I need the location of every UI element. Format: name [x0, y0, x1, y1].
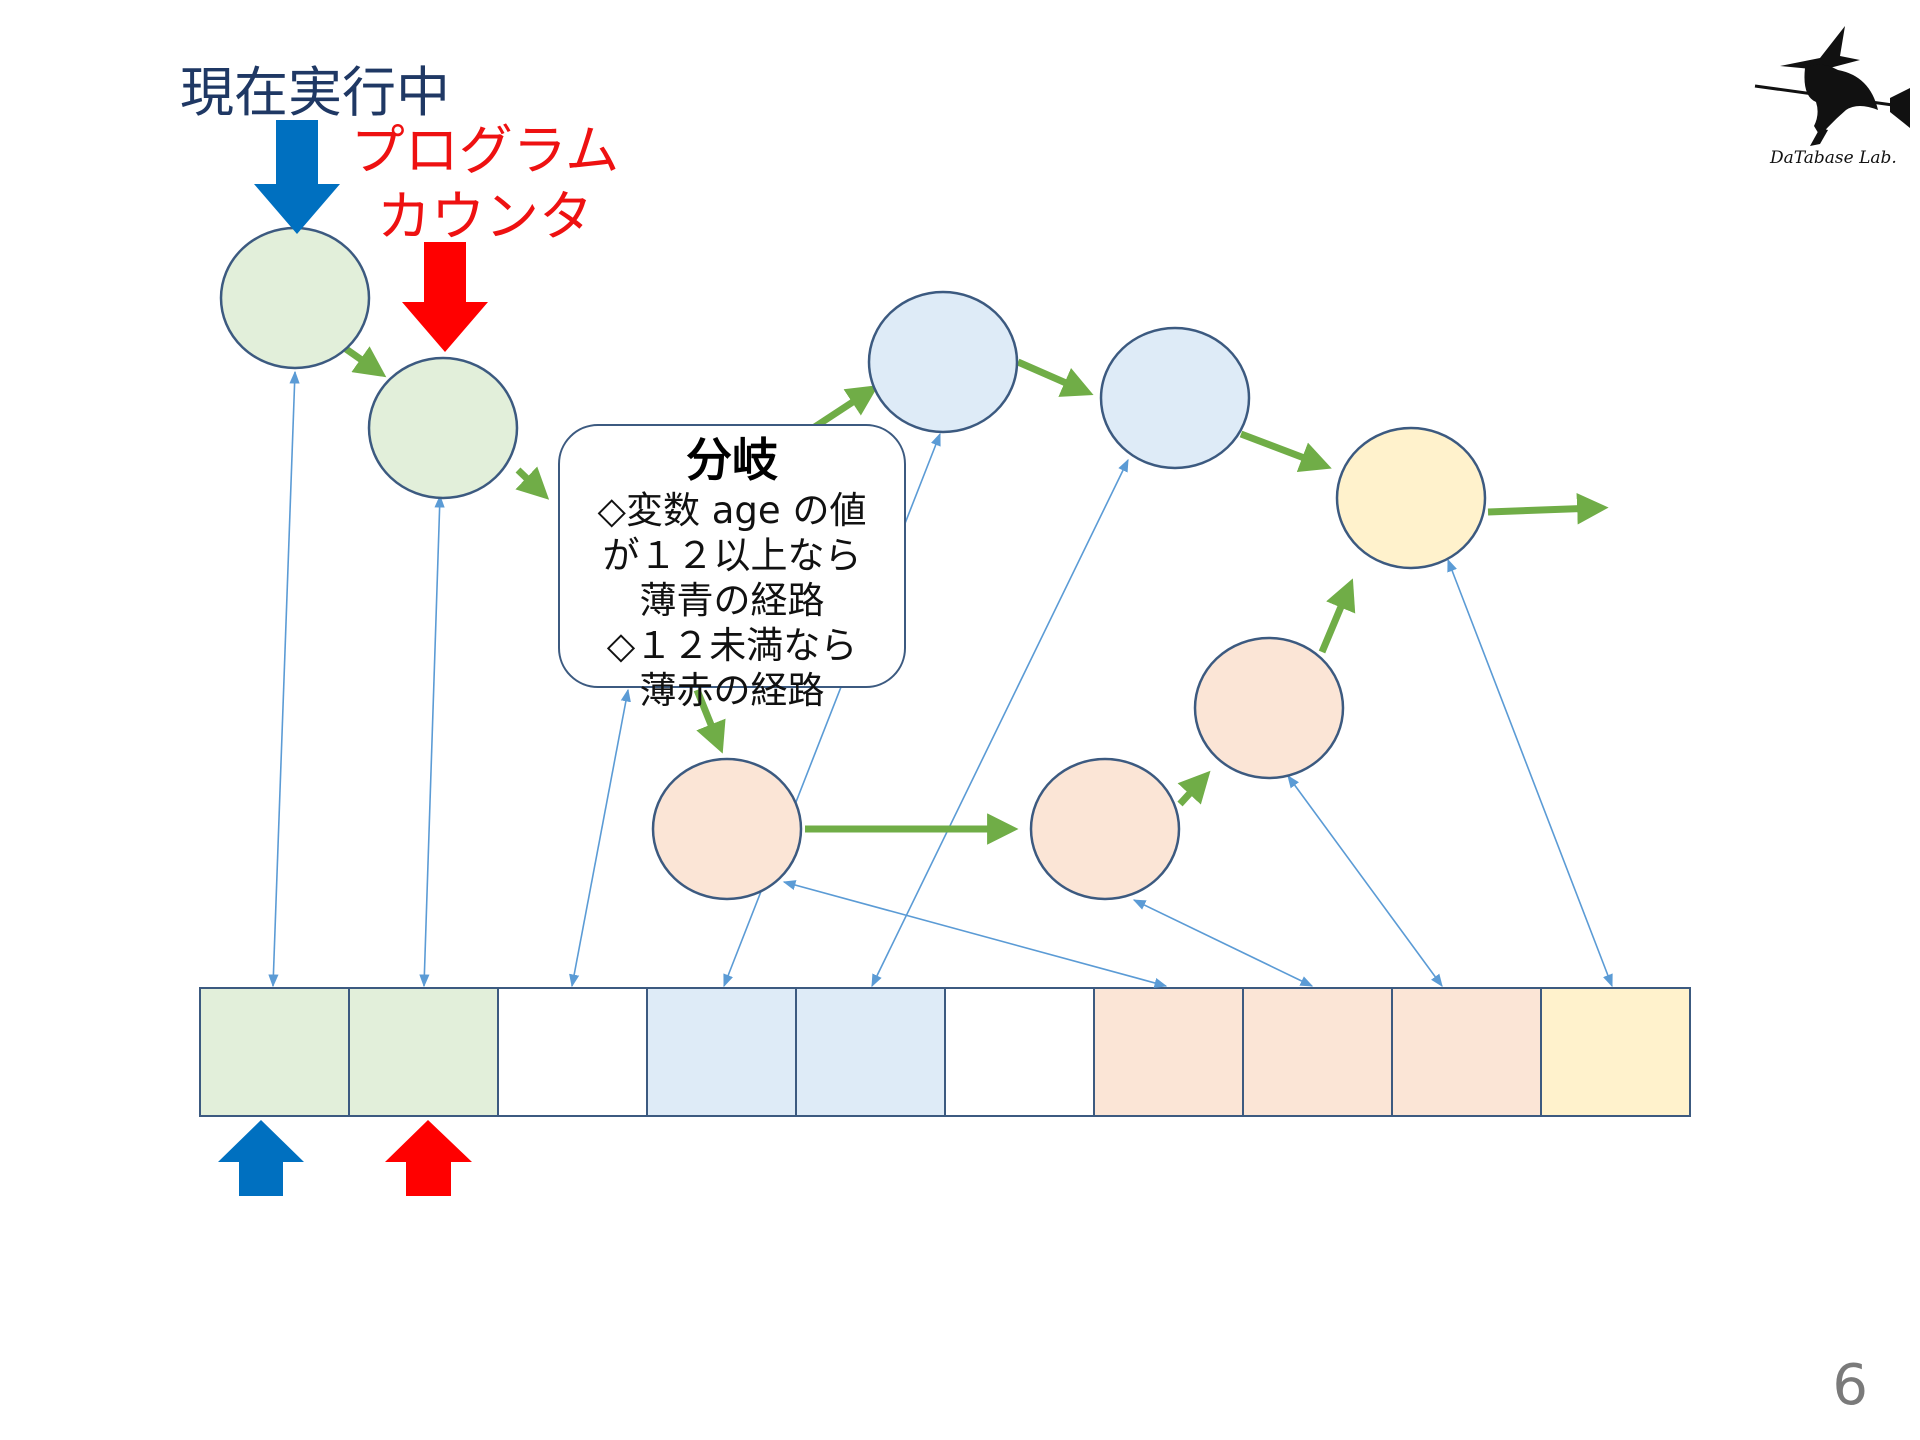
memory-cell [348, 987, 499, 1117]
flow-arrow [515, 466, 550, 500]
memory-link [871, 458, 1129, 988]
branch-line: 薄青の経路 [639, 579, 825, 622]
branch-line: ◇変数 age の値 [597, 489, 867, 532]
flow-arrow [1177, 770, 1211, 807]
node-pink [651, 757, 803, 901]
flow-arrow [1318, 578, 1356, 654]
branch-callout: 分岐 ◇変数 age の値 が１２以上なら 薄青の経路 ◇１２未満なら 薄赤の経… [558, 424, 906, 712]
flow-arrow [1016, 358, 1094, 397]
memory-cell [497, 987, 648, 1117]
node-blue [1099, 326, 1251, 470]
memory-cell [1540, 987, 1691, 1117]
memory-cell [199, 987, 350, 1117]
node-green [367, 356, 519, 500]
program-counter-arrow [402, 242, 488, 352]
current-execution-arrow [254, 120, 340, 234]
program-counter-label-line: プログラム [350, 119, 620, 182]
nodes [219, 226, 1487, 901]
memory-cell [646, 987, 797, 1117]
current-execution-pointer-arrow [218, 1120, 304, 1196]
witch-logo-icon [1754, 26, 1910, 146]
flow-arrow [343, 346, 387, 378]
node-yellow [1335, 426, 1487, 570]
flow-arrow [693, 688, 726, 754]
current-execution-label: 現在実行中 [180, 61, 450, 124]
memory-link [1447, 558, 1613, 988]
node-pink [1193, 636, 1345, 780]
program-counter-label: プログラム カウンタ [340, 118, 630, 250]
branch-title: 分岐 [686, 433, 778, 487]
branch-line: が１２以上なら [602, 534, 862, 577]
memory-link [782, 880, 1168, 988]
memory-link [569, 688, 631, 988]
branch-line: ◇１２未満なら [606, 624, 858, 667]
flow-arrow [1239, 430, 1332, 473]
logo-text: DaTabase Lab. [1770, 148, 1897, 168]
program-counter-label-line: カウンタ [377, 185, 593, 248]
memory-cell [1242, 987, 1393, 1117]
memory-array [199, 987, 1691, 1117]
node-blue [867, 290, 1019, 434]
flow-arrow [1487, 492, 1609, 525]
branch-line: 薄赤の経路 [639, 669, 825, 712]
memory-cell [1391, 987, 1542, 1117]
memory-cell [1093, 987, 1244, 1117]
memory-link [419, 494, 445, 988]
memory-link [268, 370, 300, 988]
memory-link [1287, 774, 1443, 988]
memory-link [1132, 899, 1314, 987]
node-pink [1029, 757, 1181, 901]
page-number: 6 [1832, 1353, 1868, 1418]
memory-cell [944, 987, 1095, 1117]
memory-cell [795, 987, 946, 1117]
program-counter-pointer-arrow [385, 1120, 472, 1196]
